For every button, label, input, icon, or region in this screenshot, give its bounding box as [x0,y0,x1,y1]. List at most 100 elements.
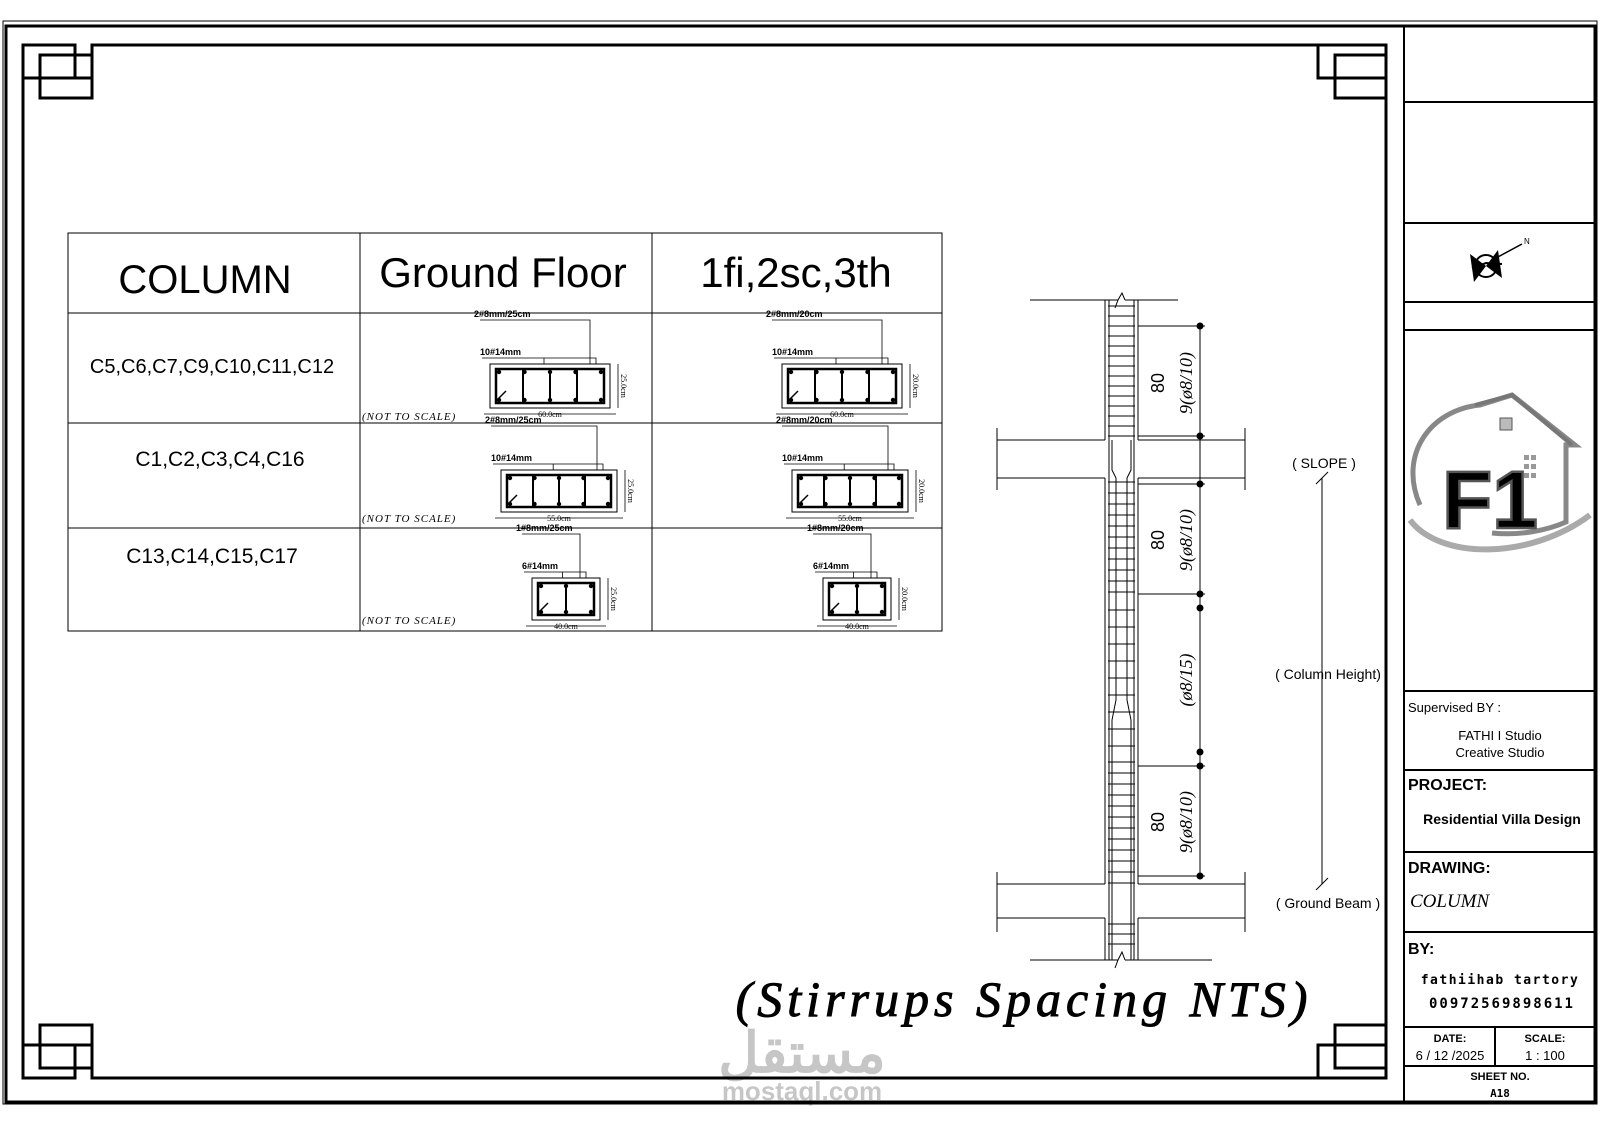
stirrup-spec: 2#8mm/25cm [485,415,542,425]
section-outline [500,469,618,513]
leader-line [774,357,889,364]
rebar-dot [896,475,902,481]
rebar-dot [588,583,594,589]
depth-label: 20.0cm [900,587,909,612]
rebar-dot [507,475,513,481]
width-label: 40.0cm [554,622,579,631]
header-ground-floor: Ground Floor [379,249,626,296]
by-phone: 00972569898611 [1429,996,1575,1012]
supervisor-line-1: FATHI I Studio [1458,728,1542,743]
sheet-value: A18 [1490,1087,1510,1100]
svg-text:N: N [1524,237,1530,246]
rebar-dot [598,369,604,375]
leader-line [784,463,895,470]
not-to-scale-note: (NOT TO SCALE) [362,615,456,627]
rebar-dot [823,475,828,481]
rebar-dot [890,369,896,375]
not-to-scale-note: (NOT TO SCALE) [362,411,456,423]
rebar-dot [532,475,537,481]
rebar-dot [605,475,611,481]
section-outline [489,363,611,409]
rebar-dot [865,369,870,375]
header-upper-floors: 1fi,2sc,3th [700,249,891,296]
width-label: 55.0cm [838,514,863,523]
bars-spec: 10#14mm [491,453,532,463]
leader-line [493,463,604,470]
rebar-dot [865,397,870,403]
column-height-label: ( Column Height) [1275,666,1381,682]
watermark: مستقل mostaql.com [718,1021,886,1106]
title-block [1404,101,1595,1067]
zone-mid-top-spacing: 9(ø8/10) [1176,509,1197,571]
rebar-dot [538,583,544,589]
rebar-dot [556,475,562,481]
stirrup-spec: 1#8mm/25cm [516,523,573,533]
leader-line [480,319,591,364]
section-outline [791,469,909,513]
project-value: Residential Villa Design [1423,811,1581,827]
studio-logo: F1 [1407,392,1592,553]
zone-mid-top-length: 80 [1148,530,1168,550]
rebar-dot [598,397,604,403]
stirrup-spec: 2#8mm/25cm [474,309,531,319]
drawing-label: DRAWING: [1408,860,1491,877]
slope-label: ( SLOPE ) [1292,455,1356,471]
stirrup-hook [830,602,840,612]
zone-bottom-spacing: 9(ø8/10) [1176,791,1197,853]
width-label: 60.0cm [830,410,855,419]
rebar-dot [522,397,527,403]
rebar-dot [588,609,594,615]
sheet-label: SHEET NO. [1470,1071,1529,1083]
rebar-dot [847,475,853,481]
zone-top-length: 80 [1148,373,1168,393]
rebar-dot [814,397,819,403]
drawing-value: COLUMN [1410,891,1491,912]
ground-beam-label: ( Ground Beam ) [1276,895,1380,911]
rebar-dot [879,583,885,589]
rebar-dot [854,609,860,615]
title-block-text: Supervised BY : FATHI I Studio Creative … [1408,700,1581,1100]
zone-mid-spacing: (ø8/15) [1176,654,1197,707]
leader-line [772,319,883,364]
logo-monogram: F1 [1442,455,1538,546]
bars-spec: 6#14mm [813,561,849,571]
zone-bottom-length: 80 [1148,812,1168,832]
rebar-dot [573,369,578,375]
north-arrow-icon: N [1470,237,1530,282]
leader-line [491,425,598,470]
rebar-dot [872,501,877,507]
by-name: fathiihab tartory [1421,973,1580,988]
width-label: 40.0cm [845,622,870,631]
not-to-scale-note: (NOT TO SCALE) [362,513,456,525]
leader-line [482,357,597,364]
supervisor-line-2: Creative Studio [1456,745,1545,760]
rebar-dot [581,501,586,507]
rebar-dot [847,501,853,507]
stirrup-ticks [1108,305,1135,945]
rebar-dot [556,501,562,507]
stirrup-hook [539,602,549,612]
watermark-arabic: مستقل [718,1021,886,1084]
stirrup-hook [508,494,518,504]
scale-label: SCALE: [1525,1033,1566,1045]
bars-spec: 10#14mm [772,347,813,357]
row-2-columns: C1,C2,C3,C4,C16 [135,448,304,471]
rebar-dot [872,475,877,481]
rebar-dot [829,583,835,589]
rebar-dot [896,501,902,507]
bars-spec: 10#14mm [782,453,823,463]
rebar-dot [823,501,828,507]
rebar-dot [839,397,845,403]
stirrup-spec: 2#8mm/20cm [776,415,833,425]
rebar-dot [605,501,611,507]
header-column: COLUMN [118,258,291,302]
rebar-dot [496,369,502,375]
leader-line [522,533,581,578]
rebar-dot [788,369,794,375]
rebar-dot [839,369,845,375]
stirrup-hook [497,390,507,400]
